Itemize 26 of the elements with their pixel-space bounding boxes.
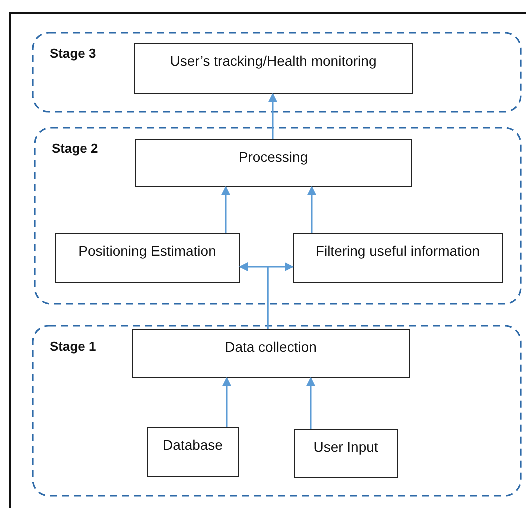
box-label: Filtering useful information: [316, 243, 480, 259]
arrow: [268, 93, 278, 139]
box-label: Database: [163, 437, 223, 453]
arrow: [222, 186, 230, 233]
arrow: [267, 262, 294, 329]
process-box: [147, 427, 239, 477]
stage-band: [32, 325, 522, 497]
process-box: [134, 43, 413, 94]
process-box: [55, 233, 240, 283]
box-label: Positioning Estimation: [78, 243, 216, 259]
process-box: [132, 329, 410, 378]
stage-label: Stage 1: [50, 339, 96, 354]
stage-band: [32, 32, 522, 113]
arrow: [308, 186, 316, 233]
box-label: Data collection: [225, 339, 317, 355]
process-box: [294, 429, 398, 478]
process-box: [293, 233, 503, 283]
box-label: User’s tracking/Health monitoring: [170, 53, 377, 69]
stage-label: Stage 3: [50, 46, 96, 61]
arrow: [222, 377, 232, 427]
arrow: [306, 377, 316, 429]
box-label: Processing: [238, 149, 308, 165]
stage-label: Stage 2: [52, 141, 98, 156]
box-label: User Input: [314, 439, 378, 455]
stage-band: [34, 127, 522, 305]
process-box: [135, 139, 412, 187]
